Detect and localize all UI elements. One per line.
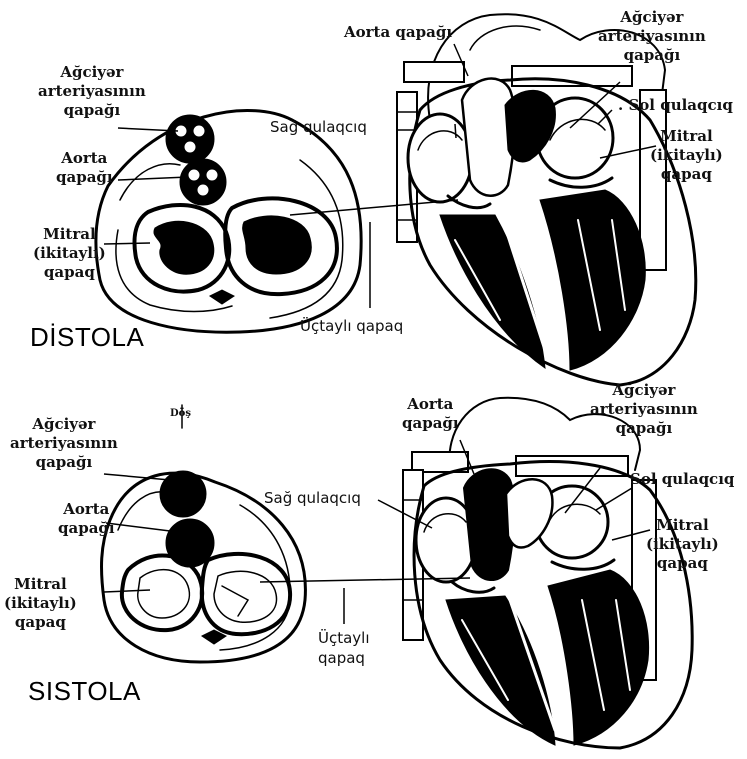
label-mitral-bottom-left: Mitral (ikitaylı) qapaq [4, 575, 77, 632]
label-tricuspid-top: Üçtaylı qapaq [300, 316, 403, 336]
label-left-atrium-top: . Sol qulaqcıq [618, 96, 733, 115]
label-aorta-valve-top-left: Aorta qapağı [56, 149, 113, 187]
phase-title-diastole: DİSTOLA [30, 322, 144, 353]
label-right-atrium-bottom: Sağ qulaqcıq [264, 488, 361, 508]
phase-title-systole: SISTOLA [28, 676, 141, 707]
label-aorta-valve-top-right: Aorta qapağı [344, 23, 452, 42]
label-mitral-top-left: Mitral (ikitaylı) qapaq [33, 225, 106, 282]
label-mitral-top-right: Mitral (ikitaylı) qapaq [650, 127, 723, 184]
label-pulmonary-valve-bottom-right: Ağciyər arteriyasının qapağı [590, 381, 698, 438]
diastole-cross-section [96, 111, 361, 333]
label-tricuspid-bottom: Üçtaylı qapaq [318, 628, 370, 668]
diastole-heart [397, 14, 696, 385]
systole-cross-section [102, 405, 306, 662]
label-right-atrium-top: Sağ qulaqcıq [270, 117, 367, 137]
label-aorta-valve-bottom-right: Aorta qapağı [402, 395, 459, 433]
label-mitral-bottom-right: Mitral (ikitaylı) qapaq [646, 516, 719, 573]
label-pulmonary-valve-top-right: Ağciyər arteriyasının qapağı [598, 8, 706, 65]
label-left-atrium-bottom: Sol qulaqcıq [630, 470, 734, 489]
label-pulmonary-valve-top-left: Ağciyər arteriyasının qapağı [38, 63, 146, 120]
label-chest: Döş [170, 408, 191, 419]
label-aorta-valve-bottom-left: Aorta qapağı [58, 500, 115, 538]
label-pulmonary-valve-bottom-left: Ağciyər arteriyasının qapağı [10, 415, 118, 472]
